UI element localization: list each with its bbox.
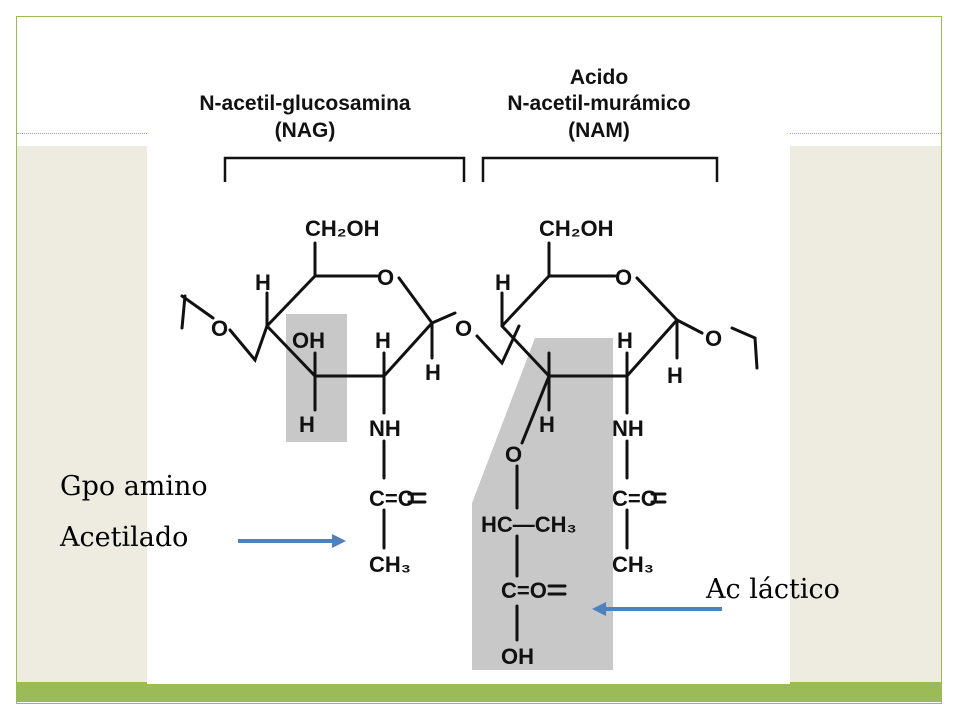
nam-acetamido-bonds <box>625 439 667 550</box>
nam-methyl: CH₃ <box>612 552 654 577</box>
bracket-nam <box>481 156 719 182</box>
nam-h-c1: H <box>667 363 683 388</box>
nam-nh: NH <box>612 416 644 441</box>
arrow-acetilado-right <box>238 534 346 548</box>
peptidoglycan-diagram: N-acetil-glucosamina (NAG) Acido N-aceti… <box>180 66 759 670</box>
nam-h-c2-top: H <box>617 328 633 353</box>
nag-h-c1: H <box>425 360 441 385</box>
arrow-ac-lactico-left <box>592 602 722 616</box>
nam-ring-oxygen: O <box>615 265 632 290</box>
nag-carbonyl: C=O <box>369 486 415 511</box>
lactic-ether-oxygen: O <box>505 442 522 467</box>
lactic-acid-highlight <box>472 338 613 670</box>
header-nam-name: N-acetil-murámico <box>507 92 690 115</box>
lactic-oh: OH <box>501 644 534 669</box>
nam-ch2oh: CH₂OH <box>539 216 614 241</box>
header-nam-acido: Acido <box>570 66 628 89</box>
nag-h-c3: H <box>299 412 315 437</box>
left-link-oxygen: O <box>211 316 228 341</box>
footer-bar <box>17 682 941 702</box>
nag-ring-oxygen: O <box>377 265 394 290</box>
lactic-chain-bonds <box>515 464 567 642</box>
label-gpo-amino: Gpo amino <box>60 471 208 502</box>
nag-nh: NH <box>369 416 401 441</box>
right-chain-bond <box>675 318 759 370</box>
glycosidic-oxygen: O <box>455 316 472 341</box>
left-chain-bond <box>180 294 269 363</box>
nag-ch2oh: CH₂OH <box>305 216 380 241</box>
header-nag-name: N-acetil-glucosamina <box>199 92 411 115</box>
nag-acetamido-bonds <box>382 439 427 550</box>
lactic-hc-ch3: HC—CH₃ <box>481 512 577 537</box>
lactic-carboxyl: C=O <box>501 578 547 603</box>
header-nag-abbr: (NAG) <box>275 119 336 142</box>
nam-h-c3: H <box>539 412 555 437</box>
nam-carbonyl: C=O <box>612 486 658 511</box>
bracket-nag <box>223 156 466 182</box>
nag-methyl: CH₃ <box>369 552 411 577</box>
peptidoglycan-structure-figure: N-acetil-glucosamina (NAG) Acido N-aceti… <box>147 58 790 684</box>
nam-h-c4: H <box>495 270 511 295</box>
nag-oh: OH <box>292 328 325 353</box>
lactic-ether-bond <box>520 374 551 445</box>
nag-h-c2-top: H <box>375 328 391 353</box>
nag-h-c4: H <box>255 270 271 295</box>
right-link-oxygen: O <box>705 326 722 351</box>
label-ac-lactico: Ac láctico <box>706 574 840 605</box>
slide-frame <box>16 16 942 704</box>
header-nam-abbr: (NAM) <box>568 119 630 142</box>
label-acetilado: Acetilado <box>60 522 189 553</box>
